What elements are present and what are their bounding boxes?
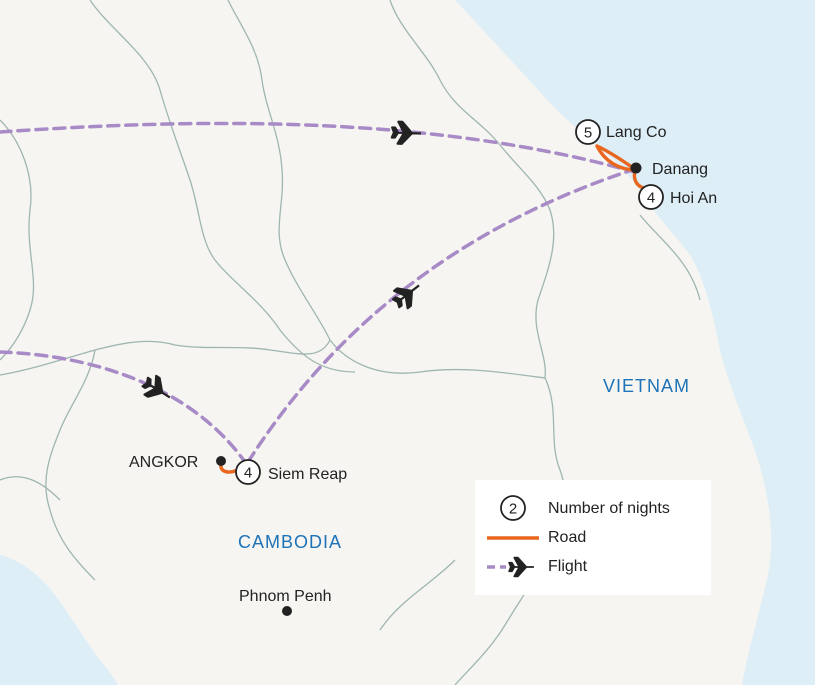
nights-circle-icon: 5 <box>575 119 601 145</box>
label-lang-co: Lang Co <box>606 124 667 141</box>
label-hoi-an: Hoi An <box>670 190 717 207</box>
border-cambodia-west <box>45 349 96 581</box>
label-siem-reap: Siem Reap <box>268 466 347 483</box>
border-minor-1 <box>0 476 61 501</box>
label-angkor: ANGKOR <box>129 454 198 471</box>
legend-road-label: Road <box>548 529 586 546</box>
flight-route-west <box>0 350 247 464</box>
flight-route-siemreap-danang <box>246 168 634 464</box>
legend-flight-label: Flight <box>548 558 588 575</box>
border-thailand-inner <box>0 119 35 361</box>
label-danang: Danang <box>652 161 708 178</box>
label-phnom-penh: Phnom Penh <box>239 588 332 605</box>
flight-route-north <box>0 121 637 174</box>
city-dot-icon <box>216 456 226 466</box>
legend-nights-label: Number of nights <box>548 500 670 517</box>
city-dot-icon <box>630 162 642 174</box>
border-minor-3 <box>639 214 701 301</box>
nights-circle-icon: 4 <box>638 184 664 210</box>
border-laos-river <box>89 0 356 373</box>
lang-co-nights: 5 <box>584 125 592 142</box>
sea-gulf <box>0 555 118 685</box>
legend-nights-sample: 2 <box>509 501 517 518</box>
border-minor-2 <box>379 559 456 631</box>
country-cambodia: CAMBODIA <box>238 532 342 552</box>
nights-circle-icon <box>500 495 526 521</box>
nights-circle-icon: 4 <box>235 459 261 485</box>
flight-routes <box>0 121 637 464</box>
city-dot-icon <box>282 606 292 616</box>
siem-reap-nights: 4 <box>244 465 252 482</box>
country-vietnam: VIETNAM <box>603 376 690 396</box>
sea-east <box>455 0 815 685</box>
legend: 2 Number of nights Road Flight <box>475 480 711 595</box>
border-laos-vietnam <box>389 0 555 379</box>
border-laos-west <box>227 0 331 341</box>
hoi-an-nights: 4 <box>647 190 655 207</box>
border-laos-cambodia <box>329 339 546 379</box>
